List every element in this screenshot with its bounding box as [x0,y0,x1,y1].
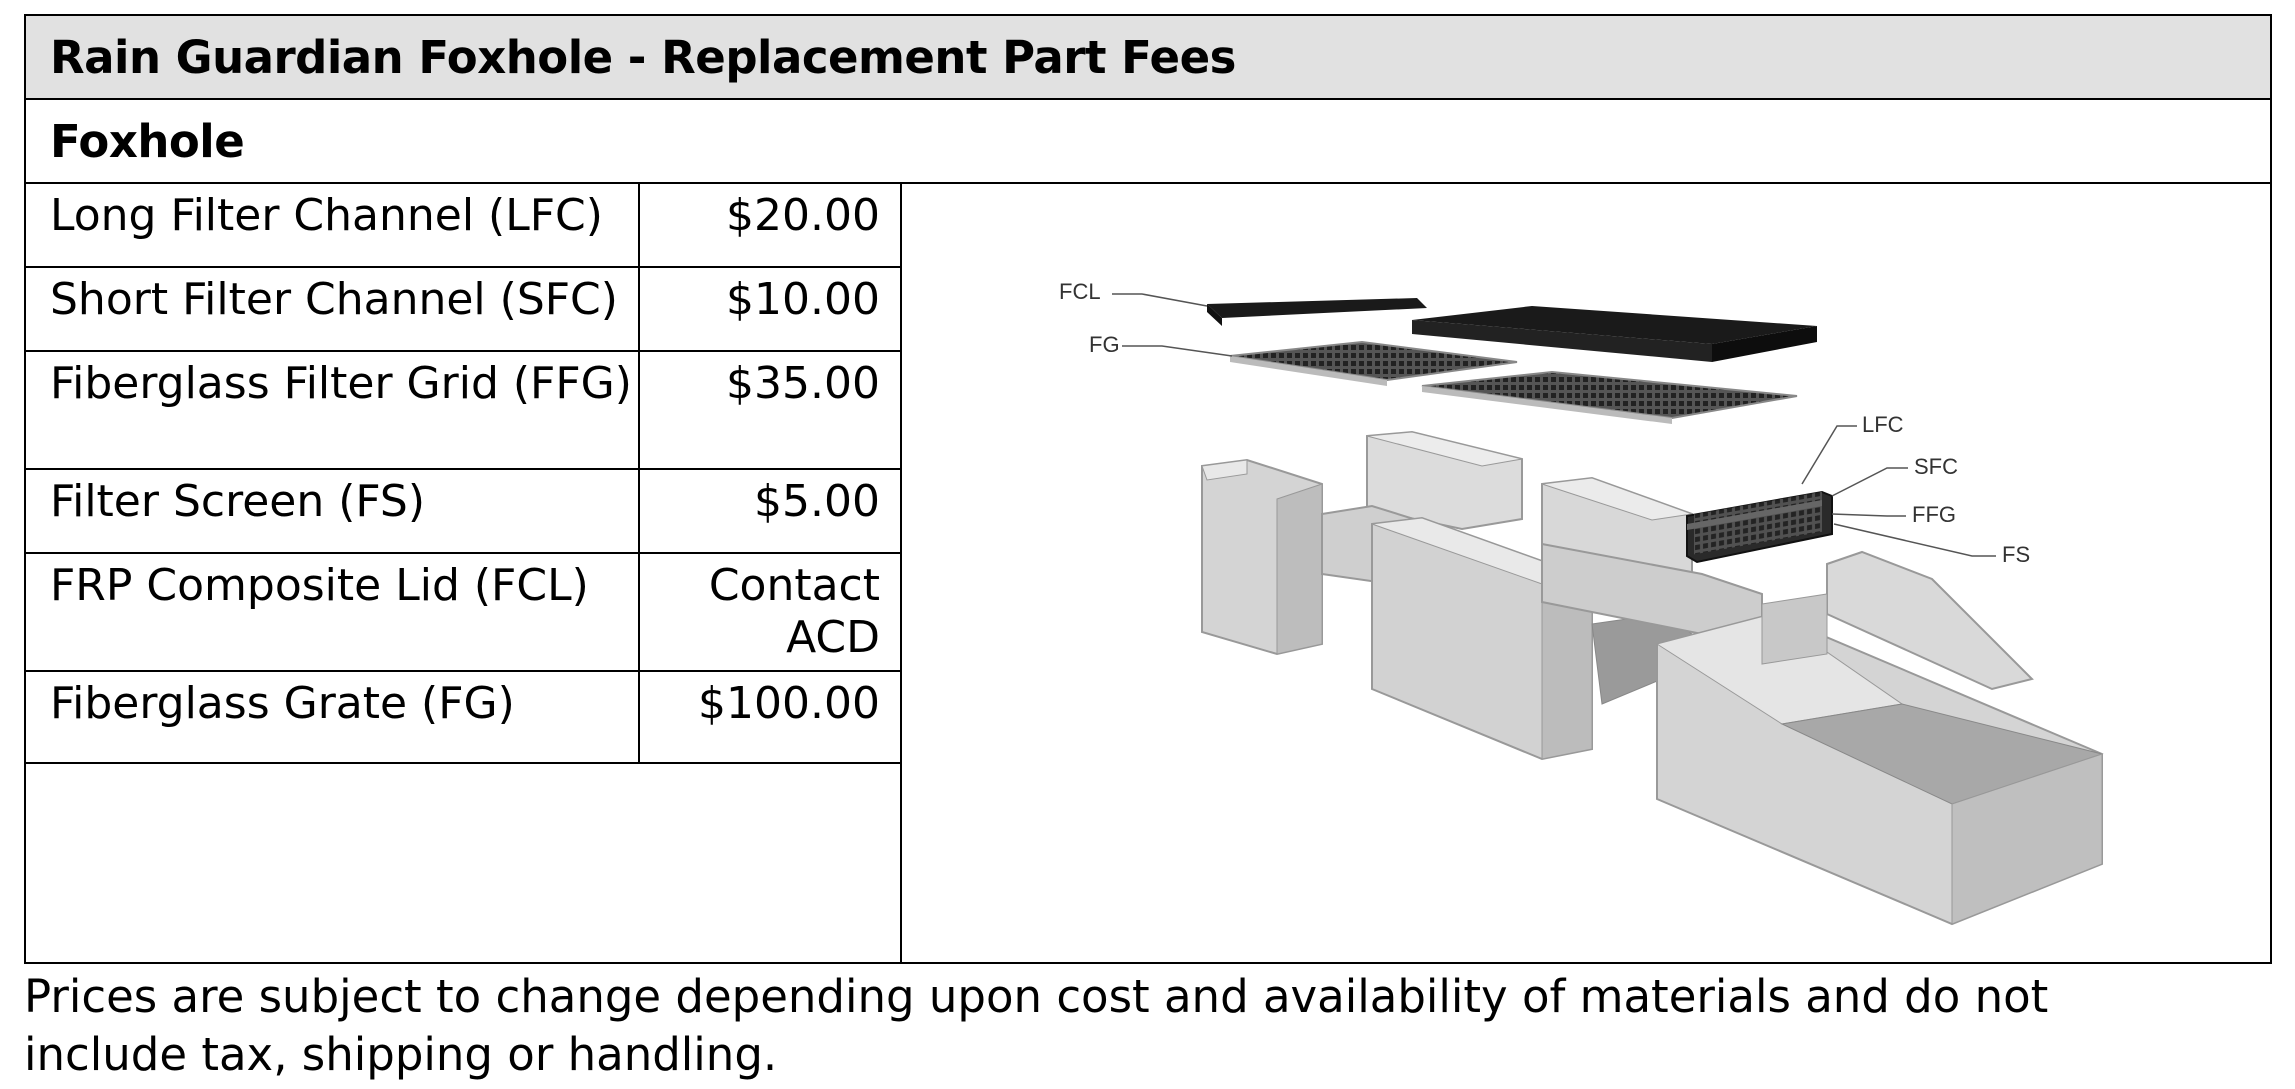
section-title: Foxhole [50,114,245,168]
foxhole-exploded-illustration: FCL FG LFC SFC FFG [1059,279,2104,926]
section-row: Foxhole [26,100,2270,184]
price-sheet: Rain Guardian Foxhole - Replacement Part… [24,14,2272,964]
filter-assembly-image [1686,490,1833,564]
price-disclaimer: Prices are subject to change depending u… [24,970,2049,1081]
part-price-cell: $100.00 [698,678,880,729]
callout-fg-label: FG [1089,332,1120,357]
part-price-cell: $10.00 [726,274,880,325]
callout-fs: FS [1833,523,2030,567]
body-area: Long Filter Channel (LFC) $20.00 Short F… [26,184,2270,962]
part-name-cell: Long Filter Channel (LFC) [26,184,640,266]
table-row: Fiberglass Grate (FG) $100.00 [26,672,900,764]
table-row: Fiberglass Filter Grid (FFG) $35.00 [26,352,900,470]
table-row: FRP Composite Lid (FCL) Contact ACD [26,554,900,672]
price-table: Long Filter Channel (LFC) $20.00 Short F… [26,184,902,962]
callout-ffg: FFG [1831,502,1956,527]
exploded-diagram: FCL FG LFC SFC FFG [902,184,2270,962]
callout-fcl: FCL [1059,279,1208,307]
callout-fcl-label: FCL [1059,279,1101,304]
callout-sfc-label: SFC [1914,454,1958,479]
table-row: Long Filter Channel (LFC) $20.00 [26,184,900,268]
fcl-lid-image [1207,298,1817,362]
table-row: Filter Screen (FS) $5.00 [26,470,900,554]
callout-fg: FG [1089,332,1233,357]
title-row: Rain Guardian Foxhole - Replacement Part… [26,16,2270,100]
callout-lfc-label: LFC [1862,412,1904,437]
callout-ffg-label: FFG [1912,502,1956,527]
part-price-cell: $35.00 [726,358,880,409]
page-title: Rain Guardian Foxhole - Replacement Part… [50,30,1236,84]
callout-lfc: LFC [1801,412,1904,485]
callout-sfc: SFC [1831,454,1958,497]
part-name-cell: Fiberglass Filter Grid (FFG) [26,352,640,468]
part-name-cell: FRP Composite Lid (FCL) [26,554,640,670]
part-name-cell: Fiberglass Grate (FG) [26,672,640,762]
part-name-cell: Short Filter Channel (SFC) [26,268,640,350]
callout-fs-label: FS [2002,542,2030,567]
fg-grate-image [1229,340,1798,424]
table-row: Short Filter Channel (SFC) $10.00 [26,268,900,352]
part-price-cell: $5.00 [754,476,880,527]
part-price-cell: Contact ACD [708,560,880,663]
part-price-cell: $20.00 [726,190,880,241]
foxhole-concrete-body [1201,430,2104,926]
part-name-cell: Filter Screen (FS) [26,470,640,552]
